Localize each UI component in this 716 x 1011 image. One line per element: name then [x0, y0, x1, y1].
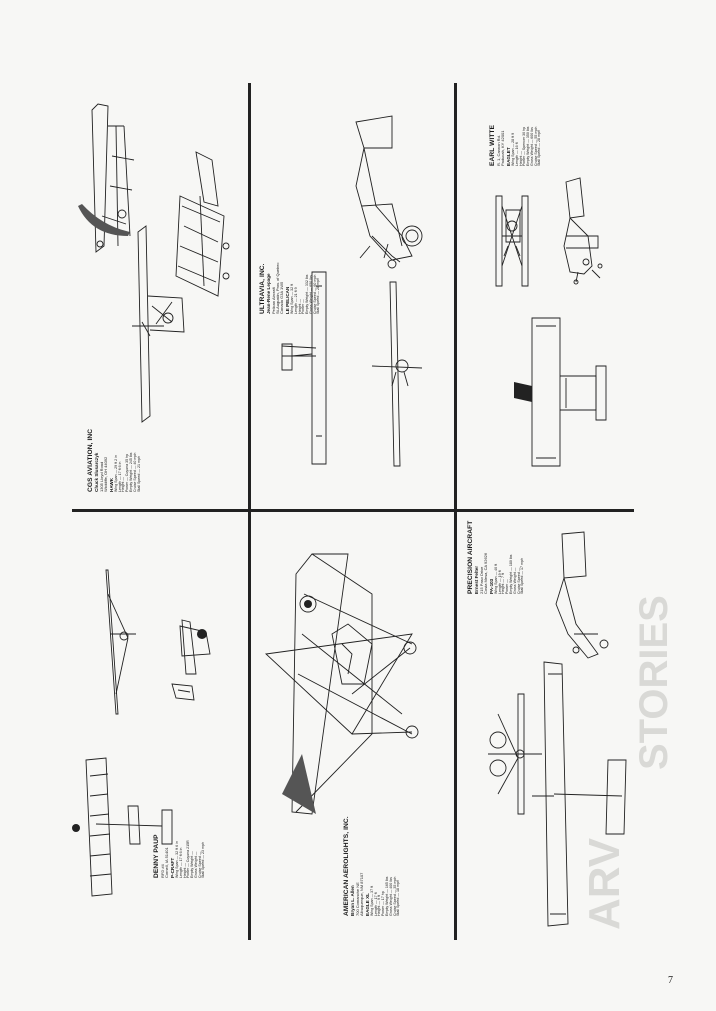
- spec-block: AMERICAN AEROLIGHTS, INC. Bryan L. Allen…: [343, 816, 401, 916]
- spec-block: PRECISION AIRCRAFT Ernest Felter 215 Pas…: [467, 521, 525, 594]
- bleed-through-text: STORIES: [632, 595, 676, 770]
- address-line: Albuquerque, NM 87107: [358, 872, 364, 916]
- spec-line: Stall Speed — 21 mph: [136, 456, 141, 492]
- spec-line: Stall Speed — 28 mph: [316, 278, 321, 314]
- address-line: Paducah, KY 42001: [500, 130, 506, 166]
- address-line: Wickliffe, OH 44092: [102, 456, 108, 492]
- row-divider: [72, 509, 634, 512]
- spec-block: DENNY PAUP RFD #4 Cornell, IA 51401 P-CR…: [153, 834, 206, 878]
- entry-precision-aircraft: PRECISION AIRCRAFT Ernest Felter 215 Pas…: [458, 514, 634, 938]
- aircraft-drawing-pa-103: [488, 531, 627, 927]
- entry-american-aerolights: AMERICAN AEROLIGHTS, INC. Bryan L. Allen…: [252, 514, 452, 938]
- entry-ultravia: ULTRAVIA, INC. Jean-Rene Lepage Pelican …: [252, 86, 452, 506]
- aircraft-drawing-le-pelican: [281, 115, 423, 467]
- aircraft-drawing-eaglet: [495, 177, 607, 467]
- spec-line: Stall Speed — 18 mph: [396, 880, 401, 916]
- spec-line: Stall Speed — 23 mph: [201, 842, 206, 878]
- spec-line: Stall Speed — 28 mph: [537, 130, 542, 166]
- aircraft-drawing-cgs-hawk: [78, 103, 230, 423]
- address-line: Costa Mesa, CA 92626: [482, 552, 488, 594]
- address-line: Canada G3A 1W5: [279, 281, 285, 314]
- spec-block: CGS AVIATION, INC Chuck Slusarczyk 1305 …: [87, 429, 141, 492]
- entry-denny-paup: DENNY PAUP RFD #4 Cornell, IA 51401 P-CR…: [72, 514, 248, 938]
- spec-block: EARL WITTE R. 1, Cannon Rd. Paducah, KY …: [489, 125, 542, 166]
- spec-block: ULTRAVIA, INC. Jean-Rene Lepage Pelican …: [259, 262, 321, 314]
- aircraft-drawing-eagle-xl: [264, 553, 419, 815]
- entry-earl-witte: EARL WITTE R. 1, Cannon Rd. Paducah, KY …: [458, 86, 634, 506]
- spec-line: Stall Speed — 17 mph: [520, 558, 525, 594]
- address-line: Cornell, IA 51401: [164, 847, 170, 878]
- aircraft-drawing-p-craft: [72, 569, 211, 897]
- entry-cgs-aviation: CGS AVIATION, INC Chuck Slusarczyk 1305 …: [72, 86, 248, 506]
- page-number: 7: [668, 975, 673, 986]
